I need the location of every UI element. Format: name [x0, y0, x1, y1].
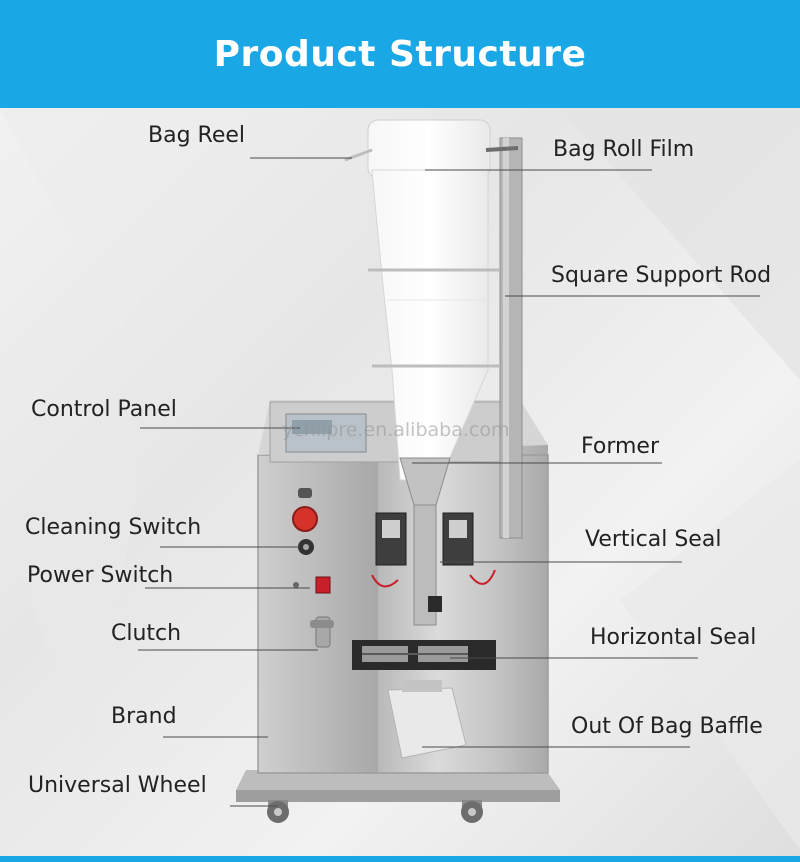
former: [399, 457, 451, 626]
leader-lines: [138, 157, 760, 807]
page-title: Product Structure: [213, 33, 587, 75]
label-out-of-bag-baffle: Out Of Bag Baffle: [571, 714, 763, 739]
vertical-seal-assembly: [371, 512, 496, 612]
watermark: ychlipre.en.alibaba.com: [282, 419, 510, 441]
bottom-accent-bar: [0, 856, 800, 862]
square-support-rod: [499, 137, 523, 539]
label-power-switch: Power Switch: [27, 563, 174, 588]
label-square-support-rod: Square Support Rod: [551, 263, 772, 288]
control-panel-display: [285, 413, 367, 453]
bag-roll-film: [344, 119, 519, 481]
label-former: Former: [581, 434, 659, 459]
horizontal-seal-assembly: [352, 640, 496, 670]
title-banner: Product Structure: [0, 0, 800, 108]
label-cleaning-switch: Cleaning Switch: [25, 515, 202, 540]
label-clutch: Clutch: [111, 621, 182, 646]
label-brand: Brand: [111, 704, 177, 729]
label-vertical-seal: Vertical Seal: [585, 527, 722, 552]
label-control-panel: Control Panel: [31, 397, 177, 422]
out-of-bag-baffle: [387, 680, 467, 759]
base-plate: [236, 770, 560, 802]
label-bag-roll-film: Bag Roll Film: [553, 137, 695, 162]
front-controls: [292, 488, 334, 648]
label-universal-wheel: Universal Wheel: [28, 773, 207, 798]
label-horizontal-seal: Horizontal Seal: [590, 625, 757, 650]
label-bag-reel: Bag Reel: [148, 123, 246, 148]
